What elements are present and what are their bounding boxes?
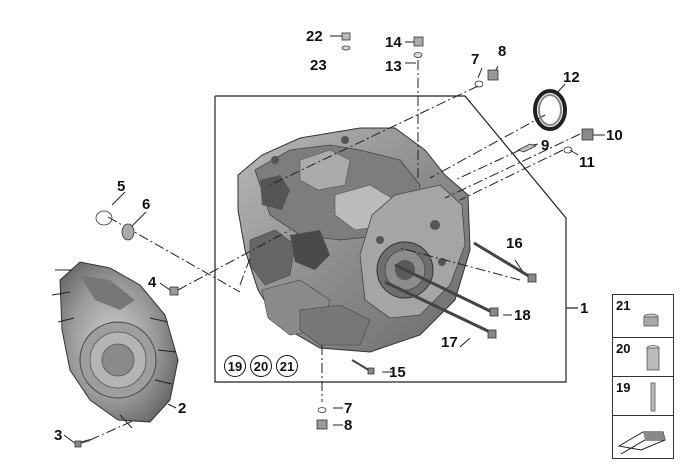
ring-13-icon (413, 52, 423, 58)
bolt-18-icon (489, 307, 499, 317)
callout-11: 11 (579, 154, 595, 171)
circled-part-21: 21 (276, 355, 298, 377)
callout-9: 9 (541, 137, 550, 154)
seal-ring-12-icon (533, 89, 567, 131)
callout-3: 3 (54, 427, 63, 444)
bolt-4-icon (169, 286, 179, 296)
cap-nut-icon (643, 313, 659, 327)
callout-8-bottom: 8 (344, 417, 353, 434)
side-cover (51, 261, 179, 429)
callout-17: 17 (441, 334, 458, 351)
callout-1: 1 (580, 300, 589, 317)
callout-13: 13 (385, 58, 402, 75)
callout-7-top: 7 (471, 51, 480, 68)
ring-7-icon (474, 80, 484, 88)
plug-14-icon (413, 36, 424, 47)
callout-5: 5 (117, 178, 126, 195)
ring-11-icon (563, 146, 573, 154)
legend-box-19: 19 (612, 376, 674, 416)
callout-2: 2 (178, 400, 187, 417)
small-parts (74, 32, 594, 448)
bolt-16-icon (527, 273, 537, 283)
legend-label-21: 21 (616, 298, 631, 313)
legend-label-19: 19 (616, 380, 631, 395)
washer-23-icon (341, 45, 351, 51)
crankcase-housing (237, 127, 471, 353)
plug-8b-icon (316, 419, 328, 430)
legend-box-21: 21 (612, 294, 674, 338)
bolt-17-icon (487, 329, 497, 339)
ring-7b-icon (317, 407, 327, 413)
plug-10-icon (581, 128, 594, 141)
callout-6: 6 (142, 196, 151, 213)
assembly-frame (214, 95, 578, 383)
callout-4: 4 (148, 274, 157, 291)
direction-arrow-icon (617, 431, 666, 455)
legend-box-arrow (612, 415, 674, 459)
callout-12: 12 (563, 69, 580, 86)
plug-6-icon (121, 223, 135, 241)
screw-22-icon (341, 32, 351, 41)
circlip-5-icon (95, 210, 113, 226)
circled-part-19: 19 (224, 355, 246, 377)
pin-9-icon (516, 143, 538, 153)
bolt-15-icon (367, 367, 375, 375)
callout-14: 14 (385, 34, 402, 51)
sleeve-icon (646, 345, 660, 371)
callout-15: 15 (389, 364, 406, 381)
callout-8-top: 8 (498, 43, 507, 60)
callout-18: 18 (514, 307, 531, 324)
callout-22: 22 (306, 28, 323, 45)
legend-box-20: 20 (612, 337, 674, 377)
bolt-3-icon (74, 440, 82, 448)
plug-8-icon (487, 69, 499, 81)
legend-label-20: 20 (616, 341, 631, 356)
circled-part-20: 20 (250, 355, 272, 377)
callout-7-bottom: 7 (344, 400, 353, 417)
callout-16: 16 (506, 235, 523, 252)
callout-23: 23 (310, 57, 327, 74)
callout-10: 10 (606, 127, 623, 144)
pin-icon (650, 382, 656, 412)
